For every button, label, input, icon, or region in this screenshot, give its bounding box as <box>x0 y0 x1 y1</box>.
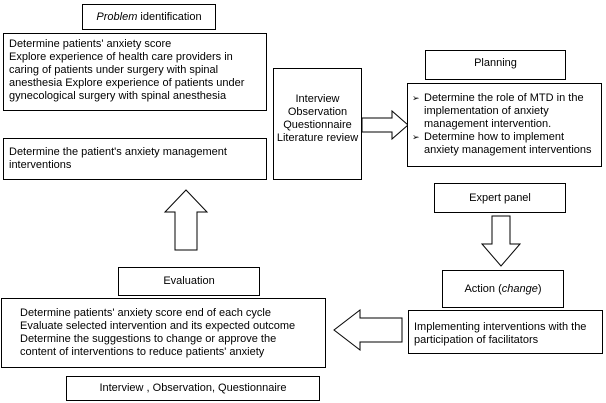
problem-line: gynecological surgery with spinal anesth… <box>9 90 227 102</box>
implementing-line: participation of facilitators <box>414 334 539 346</box>
planning-title: Planning <box>474 57 517 69</box>
problem-content-box: Determine patients' anxiety score Explor… <box>3 33 267 111</box>
planning-item-line: implementation of anxiety <box>424 105 549 117</box>
planning-item-line: Determine how to implement <box>424 131 565 143</box>
methods-center-line: Interview <box>295 93 340 105</box>
arrow-down-to-action <box>480 215 522 267</box>
arrow-left-to-evaluation <box>333 308 403 352</box>
planning-item-line: management intervention. <box>424 118 552 130</box>
planning-item-line: anxiety management interventions <box>424 144 592 156</box>
methods-bottom-box: Interview , Observation, Questionnaire <box>66 376 320 401</box>
problem-title-rest: identification <box>137 11 202 23</box>
action-label-emph: change <box>501 283 538 295</box>
planning-item: ➢ Determine how to implement anxiety man… <box>412 131 597 157</box>
implementing-line: Implementing interventions with the <box>414 321 587 333</box>
evaluation-line: Evaluate selected intervention and its e… <box>20 320 296 332</box>
methods-bottom-label: Interview , Observation, Questionnaire <box>99 382 287 394</box>
problem-line: Explore experience of health care provid… <box>9 51 233 63</box>
problem-line: Determine patients' anxiety score <box>9 38 172 50</box>
problem-line: caring of patients under surgery with sp… <box>9 64 219 76</box>
arrowhead-bullet-icon: ➢ <box>412 132 420 142</box>
problem-title-box: Problem identification <box>82 4 216 30</box>
evaluation-content-box: Determine patients' anxiety score end of… <box>1 298 326 368</box>
evaluation-title: Evaluation <box>163 275 215 287</box>
methods-center-box: Interview Observation Questionnaire Lite… <box>273 68 362 180</box>
methods-center-line: Observation <box>287 106 348 118</box>
action-label-rest: Action ( <box>464 283 502 295</box>
action-box: Action (change) <box>442 270 564 308</box>
management-line: Determine the patient's anxiety manageme… <box>9 146 227 158</box>
action-label-close: ) <box>537 283 542 295</box>
problem-title-emph: Problem <box>96 11 138 23</box>
methods-center-line: Literature review <box>276 132 359 144</box>
planning-content-box: ➢ Determine the role of MTD in the imple… <box>407 83 602 167</box>
planning-title-box: Planning <box>425 50 566 80</box>
evaluation-line: Determine patients' anxiety score end of… <box>20 307 271 319</box>
management-line: interventions <box>9 159 72 171</box>
arrow-right-to-planning <box>361 109 409 141</box>
arrow-up-to-management <box>163 189 209 251</box>
expert-panel-box: Expert panel <box>434 183 566 213</box>
implementing-box: Implementing interventions with the part… <box>408 310 603 354</box>
expert-panel-label: Expert panel <box>469 192 531 204</box>
evaluation-line: content of interventions to reduce patie… <box>20 346 265 358</box>
planning-item-line: Determine the role of MTD in the <box>424 92 584 104</box>
arrowhead-bullet-icon: ➢ <box>412 93 420 103</box>
management-box: Determine the patient's anxiety manageme… <box>3 138 267 180</box>
evaluation-title-box: Evaluation <box>118 267 260 296</box>
problem-line: anesthesia Explore experience of patient… <box>9 77 245 89</box>
methods-center-line: Questionnaire <box>283 119 352 131</box>
planning-item: ➢ Determine the role of MTD in the imple… <box>412 92 597 131</box>
evaluation-line: Determine the suggestions to change or a… <box>20 333 277 345</box>
